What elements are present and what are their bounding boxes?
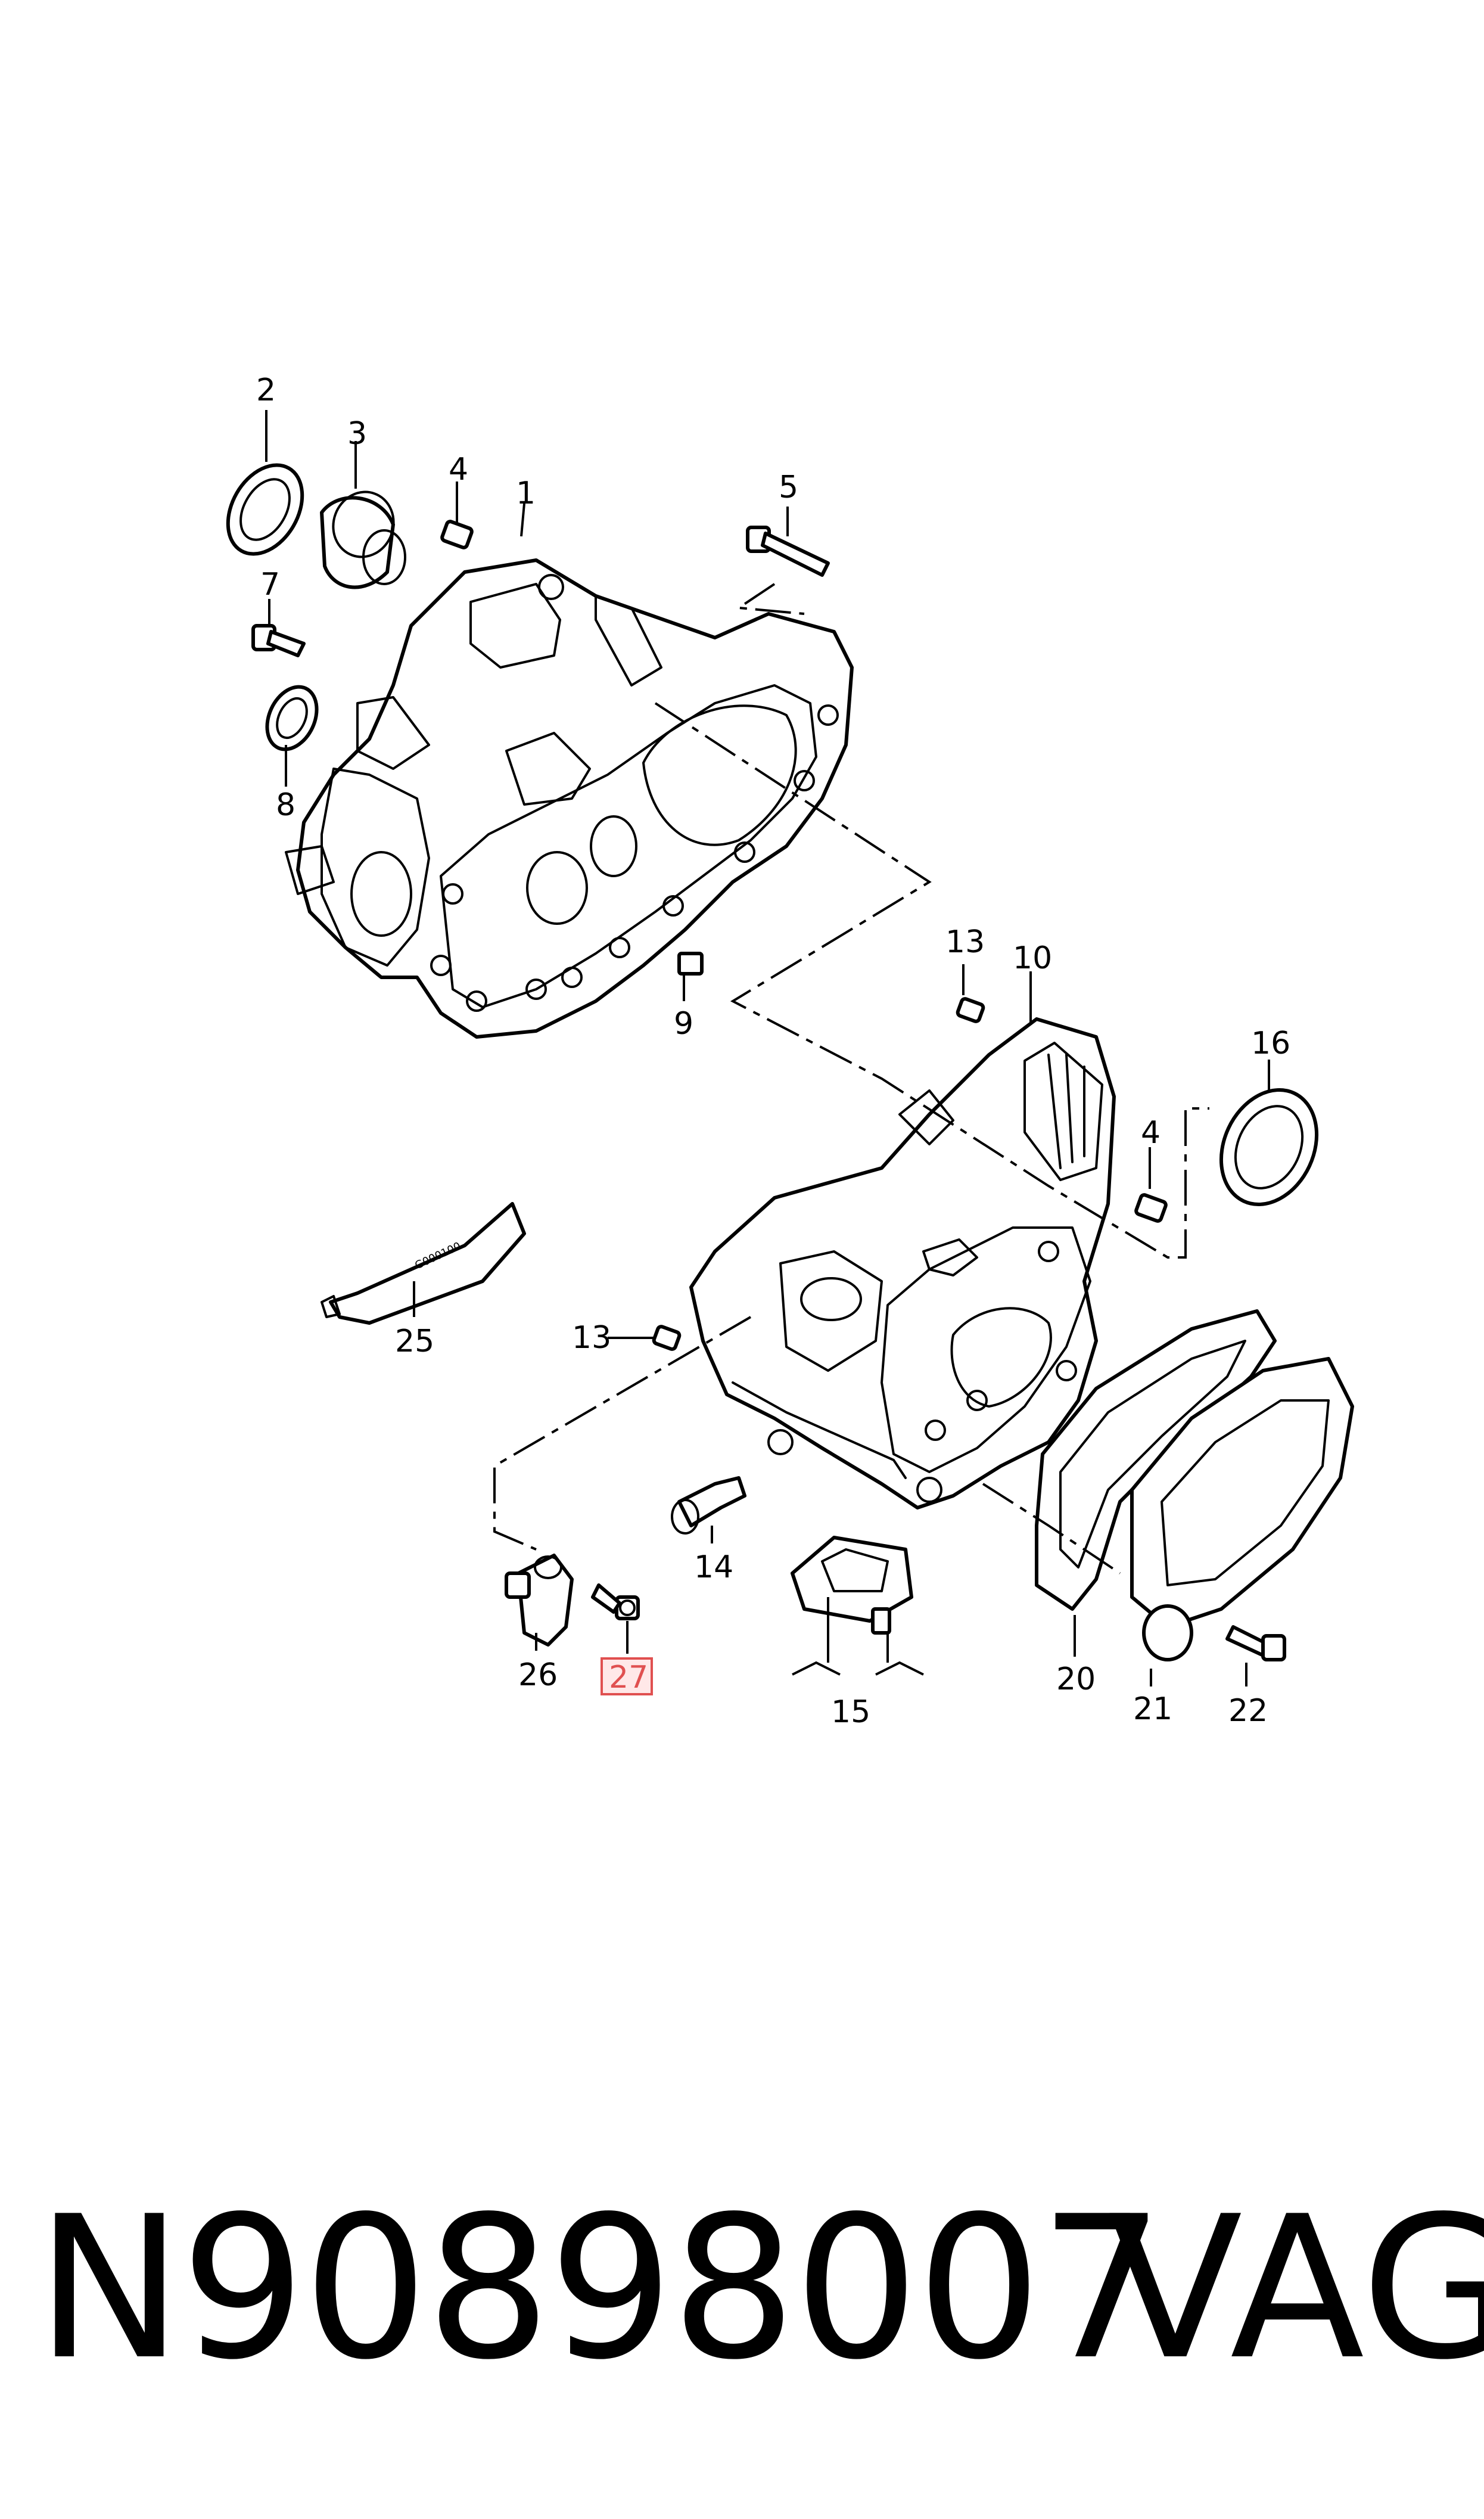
seal-ring-16 — [1219, 1088, 1319, 1207]
callout-8: 8 — [276, 787, 295, 823]
callout-20: 20 — [1056, 1661, 1096, 1697]
callout-27: 27 — [609, 1660, 648, 1695]
callout-7: 7 — [260, 567, 280, 602]
bolt-27 — [591, 1583, 640, 1620]
assembly-lines — [493, 583, 1209, 1574]
leader-lines — [265, 410, 1270, 1686]
clip-9 — [677, 952, 704, 976]
dowel-pin-4b — [1134, 1193, 1168, 1223]
sensor-14 — [671, 1476, 746, 1535]
bearing-sleeve-3 — [320, 490, 406, 589]
cover-15 — [791, 1536, 913, 1635]
callout-21: 21 — [1133, 1691, 1172, 1727]
bracket-26 — [505, 1554, 574, 1647]
cover-21 — [1130, 1357, 1354, 1661]
callout-27-highlight — [601, 1657, 653, 1695]
callout-2: 2 — [256, 372, 276, 408]
callout-3: 3 — [347, 416, 367, 452]
pin-13a — [956, 997, 985, 1023]
callout-10: 10 — [1013, 940, 1052, 976]
part-number: N90898007 — [36, 2174, 1165, 2403]
footer: N90898007 VAG — [0, 2169, 1484, 2408]
gearbox-housing-upper — [285, 558, 854, 1039]
callout-9: 9 — [674, 1006, 693, 1042]
bolt-5 — [746, 526, 830, 577]
callout-4: 4 — [449, 452, 468, 487]
bolt-22 — [1225, 1625, 1286, 1661]
seal-ring-2 — [226, 463, 304, 556]
callout-13: 13 — [945, 924, 985, 960]
callout-16: 16 — [1251, 1026, 1290, 1061]
callout-13-lower: 13 — [572, 1320, 611, 1356]
callout-1: 1 — [516, 476, 536, 511]
callout-labels: 2 3 4 1 5 7 8 9 13 10 16 4 25 13 14 26 2… — [256, 372, 1290, 1730]
dowel-pin-4a — [440, 520, 474, 549]
sealant-tube-25: G000100 — [321, 1202, 526, 1325]
seal-ring-8 — [265, 685, 319, 751]
callout-14: 14 — [694, 1549, 733, 1585]
callout-5: 5 — [779, 470, 798, 505]
callout-22: 22 — [1228, 1693, 1268, 1729]
callout-25: 25 — [395, 1324, 434, 1359]
pin-13b — [652, 1325, 682, 1351]
bolt-7 — [251, 624, 306, 657]
callout-4-lower: 4 — [1141, 1115, 1161, 1151]
brand-name: VAG — [1108, 2174, 1484, 2403]
callout-15: 15 — [831, 1694, 870, 1730]
callout-26: 26 — [518, 1657, 558, 1693]
gearbox-housing-lower — [689, 1017, 1116, 1509]
